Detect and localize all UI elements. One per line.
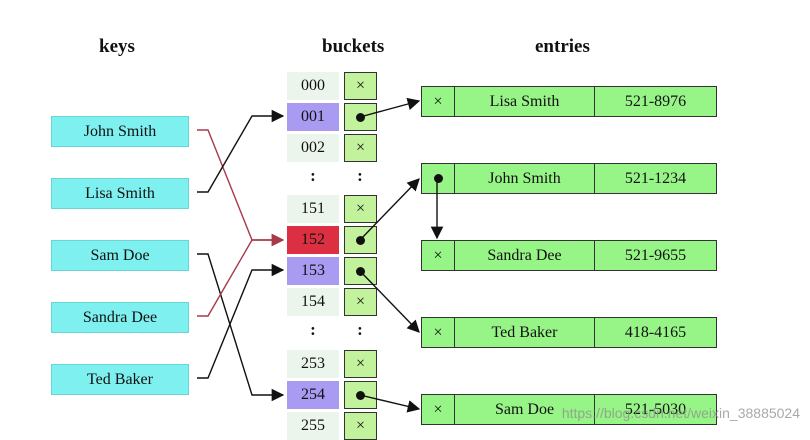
entry-name: John Smith — [455, 164, 595, 193]
bucket-slot-154: × — [344, 288, 377, 316]
pointer-dot-icon — [433, 174, 443, 183]
entry-number: 521-8976 — [624, 92, 687, 110]
entry-sandra-dee: × Sandra Dee 521-9655 — [421, 240, 717, 271]
entry-number: 521-5030 — [624, 400, 687, 418]
bucket-index-000: 000 — [287, 72, 339, 100]
entry-sam-doe: × Sam Doe 521-5030 — [421, 394, 717, 425]
bucket-slot-255: × — [344, 412, 377, 440]
entry-name: Sandra Dee — [455, 241, 595, 270]
pointer-152-to-john-smith — [359, 178, 420, 241]
bucket-index-152: 152 — [287, 226, 339, 254]
bucket-index-151: 151 — [287, 195, 339, 223]
pointer-254-to-sam-doe — [359, 394, 421, 413]
keys-heading: keys — [99, 36, 135, 57]
entry-null-pointer: × — [422, 395, 455, 424]
entry-null-pointer: × — [422, 241, 455, 270]
entry-number: 521-9655 — [624, 246, 687, 264]
bucket-slot-151: × — [344, 195, 377, 223]
entry-next-pointer — [422, 164, 455, 193]
bucket-slot-ellipsis-2: : — [357, 320, 363, 339]
entry-null-pointer: × — [422, 87, 455, 116]
entry-name: Ted Baker — [455, 318, 595, 347]
entry-name: Sam Doe — [455, 395, 595, 424]
bucket-index-ellipsis-2: : — [310, 320, 316, 339]
key-john-smith: John Smith — [51, 116, 189, 147]
pointer-153-to-ted-baker — [359, 270, 420, 333]
hash-line-lisa-smith — [197, 109, 285, 193]
bucket-index-002: 002 — [287, 134, 339, 162]
bucket-index-ellipsis-1: : — [310, 166, 316, 185]
bucket-index-254: 254 — [287, 381, 339, 409]
key-sandra-dee: Sandra Dee — [51, 302, 189, 333]
bucket-index-001: 001 — [287, 103, 339, 131]
entry-ted-baker: × Ted Baker 418-4165 — [421, 317, 717, 348]
hash-line-sandra-dee — [197, 233, 285, 317]
bucket-index-255: 255 — [287, 412, 339, 440]
pointer-001-to-lisa-smith — [359, 97, 421, 118]
hash-line-john-smith — [197, 129, 285, 247]
bucket-index-253: 253 — [287, 350, 339, 378]
entry-john-smith: John Smith 521-1234 — [421, 163, 717, 194]
bucket-slot-000: × — [344, 72, 377, 100]
bucket-index-154: 154 — [287, 288, 339, 316]
bucket-index-153: 153 — [287, 257, 339, 285]
entries-heading: entries — [535, 36, 590, 57]
bucket-slot-253: × — [344, 350, 377, 378]
bucket-slot-002: × — [344, 134, 377, 162]
buckets-heading: buckets — [322, 36, 385, 57]
entry-null-pointer: × — [422, 318, 455, 347]
entry-lisa-smith: × Lisa Smith 521-8976 — [421, 86, 717, 117]
entry-number: 521-1234 — [624, 169, 687, 187]
hash-line-ted-baker — [197, 263, 285, 379]
key-sam-doe: Sam Doe — [51, 240, 189, 271]
key-lisa-smith: Lisa Smith — [51, 178, 189, 209]
watermark: https://blog.csdn.net/weixin_38885024 — [561, 405, 800, 421]
entry-name: Lisa Smith — [455, 87, 595, 116]
bucket-slot-ellipsis-1: : — [357, 166, 363, 185]
entry-number: 418-4165 — [624, 323, 687, 341]
key-ted-baker: Ted Baker — [51, 364, 189, 395]
